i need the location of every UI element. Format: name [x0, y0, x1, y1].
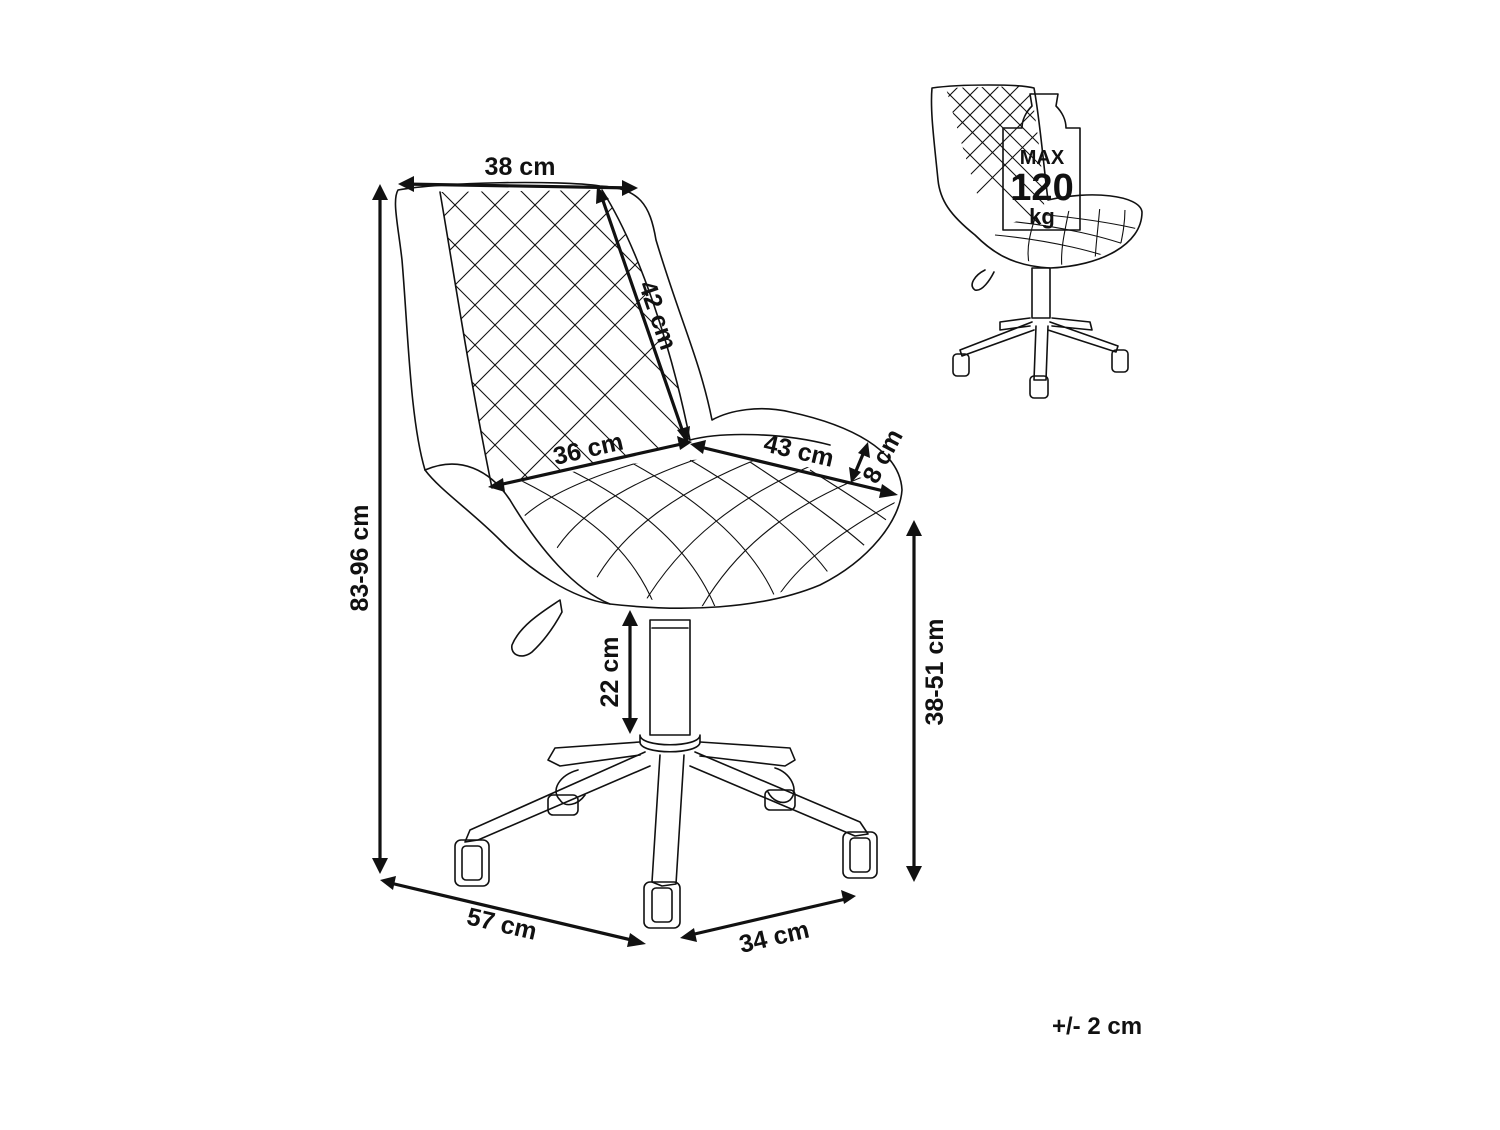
- weight-value: 120: [1010, 167, 1073, 209]
- label-total-height: 83-96 cm: [346, 504, 374, 611]
- weight-bag: [1002, 93, 1081, 231]
- label-seat-thickness: 8 cm: [857, 425, 908, 488]
- chair-illustration: [394, 181, 903, 929]
- back-quilting: [440, 190, 690, 488]
- weight-max-label: MAX: [1020, 147, 1065, 169]
- label-base-width: 57 cm: [464, 903, 539, 946]
- label-seat-depth: 43 cm: [761, 430, 836, 473]
- seat-quilting: [519, 459, 898, 607]
- tolerance-note: +/- 2 cm: [1052, 1013, 1143, 1040]
- label-back-height: 42 cm: [633, 277, 683, 353]
- label-gas-lift: 22 cm: [596, 637, 624, 708]
- dimension-lines: [372, 176, 922, 947]
- casters: [454, 789, 878, 929]
- star-base: [464, 741, 869, 887]
- label-seat-height: 38-51 cm: [921, 618, 949, 725]
- lift-lever: [511, 599, 563, 657]
- weight-limit-illustration: MAX 120 kg: [930, 84, 1143, 399]
- weight-unit: kg: [1029, 204, 1055, 229]
- backrest-outline: [394, 181, 903, 609]
- label-back-width: 38 cm: [485, 153, 556, 181]
- gas-cylinder: [649, 619, 691, 736]
